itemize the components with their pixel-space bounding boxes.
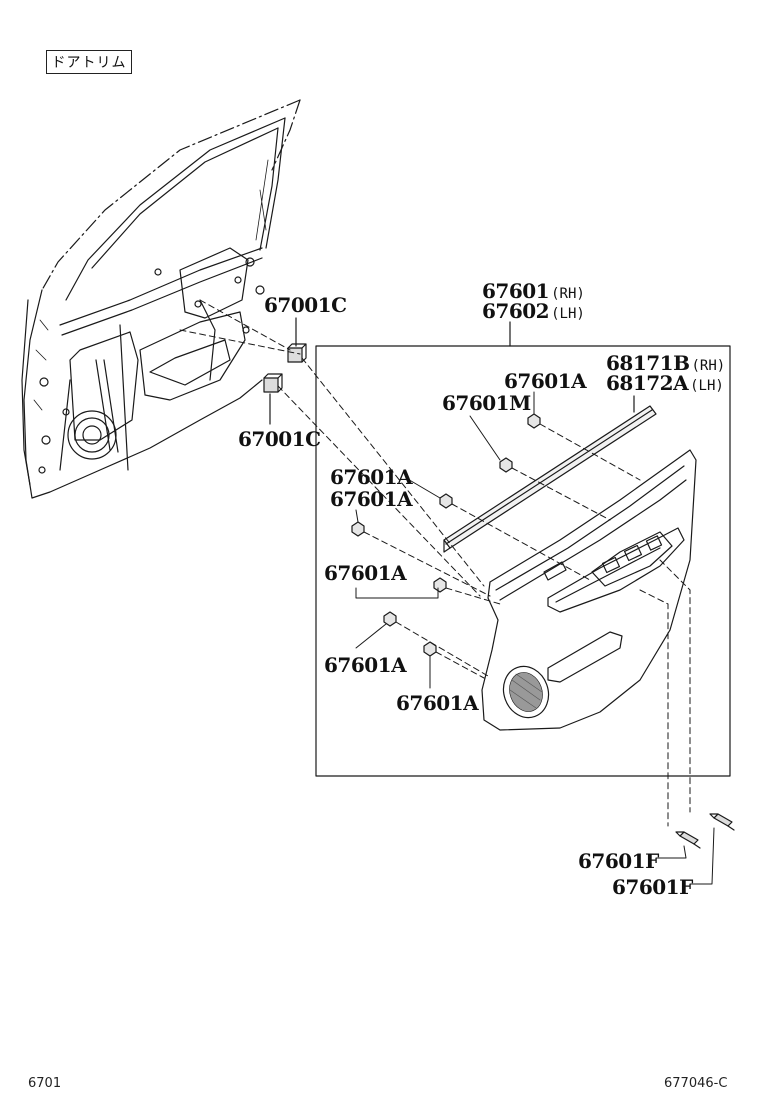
part-number: 67601: [482, 279, 550, 303]
section-title-box: ドアトリム: [46, 50, 132, 74]
dashed-projection-lines: [179, 299, 691, 827]
side-lh: (LH): [690, 378, 724, 394]
label-67601a-4: 67601A: [324, 561, 407, 585]
drawing-code: 677046-C: [664, 1076, 728, 1091]
page-code: 6701: [28, 1076, 62, 1091]
part-number: 68171B: [606, 351, 690, 375]
trim-panel-assembly-box: [315, 345, 731, 777]
side-lh: (LH): [551, 306, 585, 322]
door-frame-illustration: [21, 99, 301, 499]
side-rh: (RH): [551, 286, 585, 302]
label-67601f-2: 67601F: [612, 875, 693, 899]
label-67601a-2: 67601A: [330, 465, 413, 489]
clip-67001c-top-shape: [287, 343, 307, 363]
door-trim-panel-shape: [481, 449, 697, 731]
label-68172a-lh: 68172A(LH): [606, 372, 724, 397]
label-67601-rh: 67601(RH): [482, 280, 585, 305]
leader-lines: [355, 391, 715, 885]
section-title: ドアトリム: [51, 55, 127, 71]
label-67001c-bottom: 67001C: [238, 427, 321, 451]
label-67602-lh: 67602(LH): [482, 300, 585, 325]
label-67601a-3: 67601A: [330, 487, 413, 511]
belt-weatherstrip-shape: [443, 405, 657, 553]
label-67601m: 67601M: [442, 391, 531, 415]
label-67601a-6: 67601A: [396, 691, 479, 715]
label-68171b-rh: 68171B(RH): [606, 352, 725, 377]
label-67001c-top: 67001C: [264, 293, 347, 317]
label-67601a-1: 67601A: [504, 369, 587, 393]
part-number: 67602: [482, 299, 550, 323]
clip-67001c-bottom-shape: [263, 373, 283, 393]
label-67601a-5: 67601A: [324, 653, 407, 677]
screw-shapes-67601f: [675, 813, 735, 849]
part-number: 68172A: [606, 371, 689, 395]
clip-shapes-67601a: [351, 413, 541, 657]
side-rh: (RH): [691, 358, 726, 374]
label-67601f-1: 67601F: [578, 849, 659, 873]
